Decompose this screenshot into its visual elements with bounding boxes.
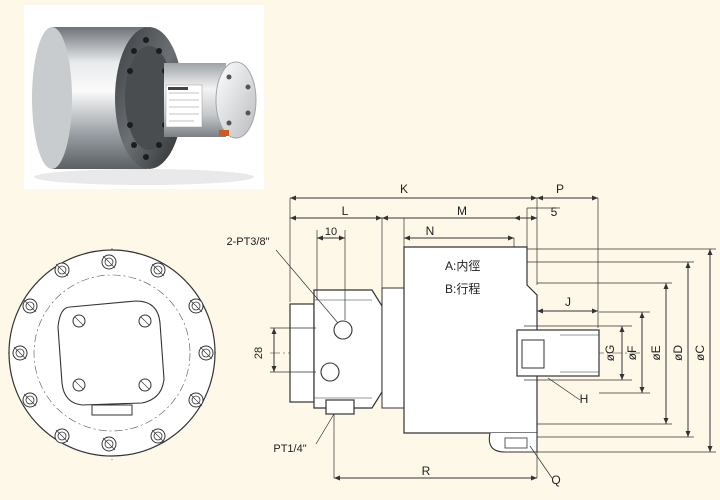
legend-bore: A:内徑 [445,259,480,273]
front-bolt-circle [33,274,191,432]
leader-port-top [275,249,339,324]
label-28: 28 [253,347,265,359]
legend-stroke: B:行程 [445,281,480,296]
label-Q: Q [551,473,560,487]
side-rear-spigot [289,303,315,403]
dim-R-line-arrow-left [334,475,340,481]
label-M: M [457,204,467,218]
side-drain-hole [504,437,528,449]
head-screw-cross-0 [74,316,84,326]
dim-D-line-arrow-top [685,262,691,268]
dim-D-line-arrow-bottom [685,431,691,437]
label-port-top: 2-PT3/8" [226,236,269,248]
dim-P-line-arrow-right [592,195,598,201]
dim-M-line-arrow-left [382,215,388,221]
bolt-hole-inner-7 [25,395,35,405]
label-R: R [422,464,431,478]
bolt-hole-inner-3 [25,301,35,311]
bolt-hole-inner-4 [191,301,201,311]
leader-port-bottom [315,413,335,445]
dim-E-line-arrow-top [663,283,669,289]
dim-28-line-arrow-top [271,328,277,334]
bolt-hole-cross-5 [13,346,27,360]
label-L: L [342,204,349,218]
dim-F-line-arrow-top [639,312,645,318]
bolt-hole-inner-9 [57,431,67,441]
dim-5-ext-arrow-right [531,215,537,221]
bolt-hole-inner-1 [104,257,114,267]
port-lower [320,362,340,382]
dim-F-line-arrow-bottom [639,387,645,393]
front-bottom-port-boss [91,404,133,416]
side-neck [381,287,405,409]
bolt-hole-cross-2 [151,263,165,277]
dim-C-line-arrow-bottom [707,446,713,452]
bolt-hole-inner-11 [153,431,163,441]
dim-R-line-arrow-right [531,475,537,481]
label-N: N [426,224,435,238]
side-rod-bore [521,339,545,369]
dim-J-line-arrow-left [537,308,543,314]
front-head-profile [57,300,165,406]
dim-P-line-arrow-left [537,195,543,201]
head-screw-cross-3 [140,380,150,390]
dim-K-line-arrow-left [290,195,296,201]
label-10: 10 [325,226,337,238]
label-C: øC [693,345,707,361]
bolt-hole-cross-4 [189,299,203,313]
bolt-hole-inner-10 [104,439,114,449]
dim-J-line-arrow-right [592,308,598,314]
bolt-hole-cross-3 [23,299,37,313]
dim-C-line-arrow-top [707,249,713,255]
leader-H [547,377,581,401]
bolt-hole-inner-0 [57,265,67,275]
label-5: 5 [551,205,558,219]
bolt-hole-cross-10 [102,437,116,451]
bolt-hole-inner-5 [15,348,25,358]
label-port-bottom: PT1/4" [273,443,306,455]
dim-E-line-arrow-bottom [663,418,669,424]
dim-K-line-arrow-right [531,195,537,201]
dim-10-line-arrow-right [339,235,345,241]
head-screw-cross-1 [140,316,150,326]
bolt-hole-inner-8 [191,395,201,405]
label-P: P [556,182,564,196]
label-H: H [580,392,589,406]
label-E: øE [649,345,663,360]
bolt-hole-cross-1 [102,255,116,269]
dim-G-line-arrow-bottom [619,374,625,380]
label-F: øF [625,346,639,361]
bolt-hole-cross-0 [55,263,69,277]
product-photo [24,5,264,189]
dim-G-line-arrow-top [619,326,625,332]
bolt-hole-cross-6 [199,346,213,360]
side-rotating-head [313,289,383,409]
label-D: øD [671,345,685,361]
leader-Q [529,445,553,479]
drawing-content: K P L M 5 10 N J R Q H 28 øG øF øE øD øC 2-PT3/8" PT1/4" A:… [8,182,716,487]
dim-5-ext-arrow-left [514,215,520,221]
bolt-hole-cross-8 [189,393,203,407]
bolt-hole-cross-7 [23,393,37,407]
bolt-hole-inner-6 [201,348,211,358]
port-upper [333,320,353,340]
bolt-hole-inner-2 [153,265,163,275]
dim-N-line-arrow-right [508,235,514,241]
bolt-hole-cross-9 [55,429,69,443]
label-G: øG [603,345,617,362]
label-J: J [565,295,571,309]
side-drain-boss [488,432,538,453]
head-screw-cross-2 [74,380,84,390]
bolt-hole-cross-11 [151,429,165,443]
dim-10-line-arrow-left [317,235,323,241]
dim-28-line-arrow-bottom [271,366,277,372]
dim-N-line-arrow-left [404,235,410,241]
dim-L-line-arrow-right [376,215,382,221]
label-K: K [400,182,408,196]
side-bottom-port-boss [325,399,355,415]
dim-L-line-arrow-left [290,215,296,221]
